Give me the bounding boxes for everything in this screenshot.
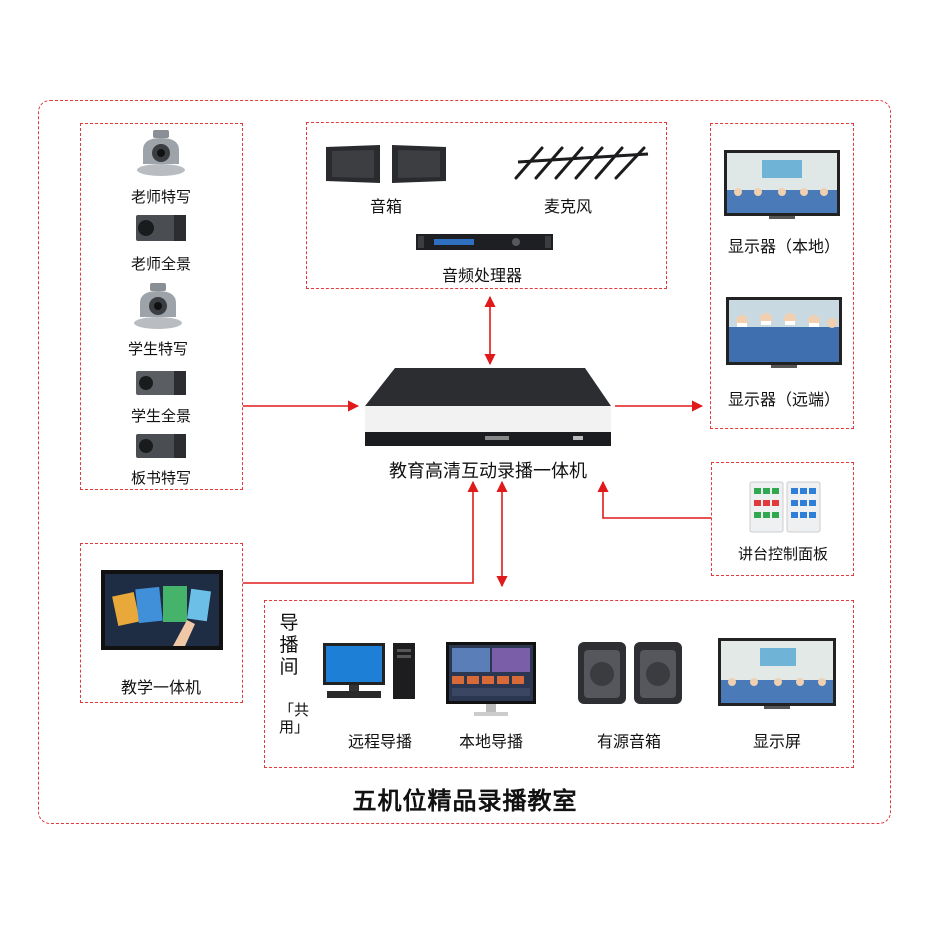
box-camera-icon (136, 215, 186, 241)
box-camera-icon (136, 434, 186, 458)
speaker-icon (326, 145, 446, 183)
outer-frame (38, 100, 891, 824)
desktop-computer-icon (323, 643, 415, 699)
label-student-panorama: 学生全景 (130, 407, 192, 425)
podium-panel-box (711, 462, 854, 576)
label-student-closeup: 学生特写 (127, 340, 189, 358)
label-teacher-closeup: 老师特写 (130, 188, 192, 206)
ptz-camera-icon (137, 130, 185, 176)
label-teacher-panorama: 老师全景 (130, 255, 192, 273)
arrow-teaching-to-center (243, 480, 479, 584)
director-room-box (264, 600, 854, 768)
active-speaker-icon (578, 642, 682, 704)
label-active-speaker: 有源音箱 (596, 732, 662, 751)
label-display-local: 显示器（本地） (727, 237, 841, 256)
page-title: 五机位精品录播教室 (352, 787, 578, 815)
ptz-camera-icon (134, 283, 182, 329)
label-display-remote: 显示器（远端） (727, 390, 841, 409)
display-screen-icon (718, 638, 836, 709)
label-remote-director: 远程导播 (347, 732, 413, 751)
label-board-closeup: 板书特写 (130, 469, 192, 487)
audio-processor-icon (416, 234, 553, 250)
label-display-screen: 显示屏 (752, 732, 802, 751)
director-room-title: 导播间 (279, 612, 299, 678)
label-center-device: 教育高清互动录播一体机 (389, 461, 587, 482)
label-teaching-machine: 教学一体机 (120, 678, 202, 697)
label-speaker: 音箱 (369, 197, 403, 216)
monitor-local-icon (724, 150, 840, 219)
director-room-subtitle: 「共用」 (279, 701, 310, 736)
microphone-icon (514, 146, 649, 180)
teaching-machine-box (80, 543, 243, 703)
monitor-remote-icon (726, 297, 842, 368)
label-audio-processor: 音频处理器 (441, 266, 523, 285)
director-monitor-icon (446, 642, 536, 716)
teaching-machine-icon (101, 570, 223, 650)
box-camera-icon (136, 371, 186, 395)
camera-group-box (80, 123, 243, 490)
label-microphone: 麦克风 (543, 197, 593, 216)
display-group-box (710, 123, 854, 429)
audio-group-box (306, 122, 667, 289)
arrow-panel-to-center (597, 480, 711, 519)
label-local-director: 本地导播 (458, 732, 524, 751)
recording-broadcast-device-icon (365, 368, 611, 446)
label-podium-panel: 讲台控制面板 (737, 545, 829, 563)
control-panel-icon (749, 481, 821, 533)
